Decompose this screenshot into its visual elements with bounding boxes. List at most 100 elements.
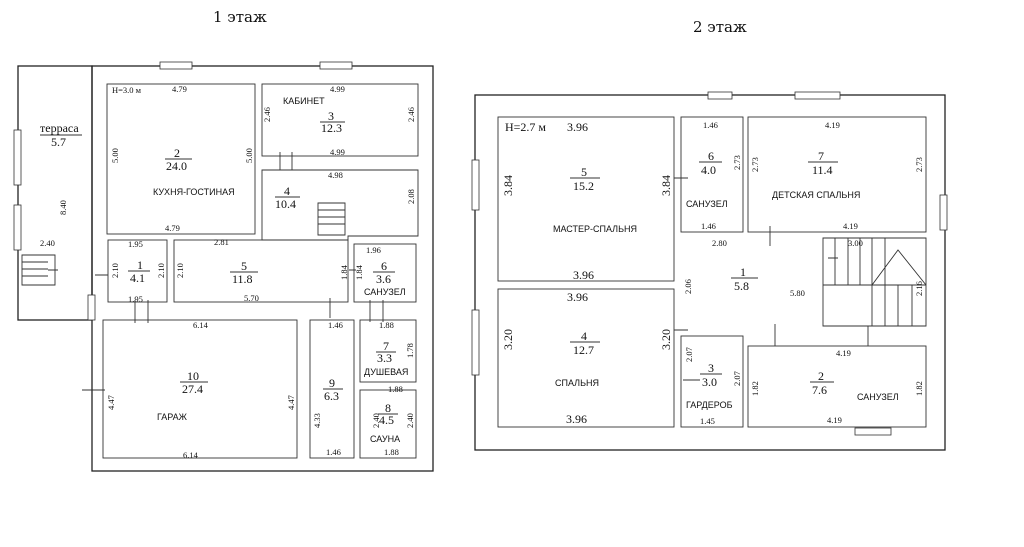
dim-label: 5.70 (244, 293, 259, 303)
room-area: 4.1 (130, 271, 145, 285)
window (794, 91, 841, 100)
room-area: 4.5 (379, 413, 394, 427)
room-area: 7.6 (812, 383, 827, 397)
dim-label: 6.14 (183, 450, 199, 460)
room-number: 6 (708, 149, 714, 163)
room-5 (173, 239, 349, 303)
room-number: 10 (187, 369, 199, 383)
dim-label: 1.82 (750, 381, 760, 396)
stairs-floor2 (822, 237, 927, 327)
room-number: 7 (383, 339, 389, 353)
dim-label: 4.98 (328, 170, 343, 180)
dim-label: 1.88 (384, 447, 399, 457)
room-number: 3 (328, 109, 334, 123)
window (87, 294, 96, 321)
room-name: КУХНЯ-ГОСТИНАЯ (153, 187, 235, 197)
room-area: 11.4 (812, 163, 833, 177)
dim-label: 2.10 (110, 263, 120, 278)
dim-label: 2.07 (684, 347, 694, 362)
room-area: 24.0 (166, 159, 187, 173)
dim-label: 3.96 (573, 268, 594, 282)
dim-label: 1.82 (914, 381, 924, 396)
dim-label: 1.46 (328, 320, 343, 330)
room-bathroom-3 (747, 345, 927, 428)
room-office (261, 83, 419, 157)
terrace-dim-height: 8.40 (58, 200, 68, 215)
room-name: ГАРДЕРОБ (686, 400, 733, 410)
room-1 (107, 239, 168, 303)
room-name: ДЕТСКАЯ СПАЛЬНЯ (772, 190, 860, 200)
dim-label: 2.81 (214, 237, 229, 247)
dim-label: 3.20 (659, 329, 673, 350)
room-number: 3 (708, 361, 714, 375)
room-number: 1 (740, 265, 746, 279)
floor2-plan: 2 этаж H=2.7 м 3.96 3.84 3.84 3.96 5 (471, 18, 948, 451)
dim-label: 2.10 (156, 263, 166, 278)
room-name: САУНА (370, 434, 400, 444)
room-bedroom (497, 288, 675, 428)
dim-label: 4.79 (165, 223, 180, 233)
dim-label: 2.46 (406, 107, 416, 122)
room-area: 3.3 (377, 351, 392, 365)
window (319, 61, 353, 70)
door-marks (82, 152, 384, 391)
dim-label: 2.07 (732, 371, 742, 386)
dim-label: 4.19 (843, 221, 858, 231)
room-sauna (359, 389, 417, 459)
dim-label: 1.78 (405, 343, 415, 358)
room-area: 6.3 (324, 389, 339, 403)
dim-label: 2.06 (683, 279, 693, 294)
dim-label: 4.79 (172, 84, 187, 94)
dim-label: 4.99 (330, 84, 345, 94)
dim-label: 2.73 (750, 157, 760, 172)
room-wardrobe (680, 335, 744, 428)
room-bathroom-1 (353, 243, 417, 303)
room-area: 3.6 (376, 272, 391, 286)
dim-label: 4.19 (827, 415, 842, 425)
dim-label: 2.73 (732, 155, 742, 170)
room-area: 10.4 (275, 197, 296, 211)
room-bathroom-2 (680, 116, 744, 233)
door-marks-2 (674, 177, 869, 381)
terrace-outline (17, 65, 93, 321)
dim-label: 1.46 (703, 120, 718, 130)
window (707, 91, 733, 100)
dim-label: 1.88 (379, 320, 394, 330)
dim-label: 2.40 (371, 413, 381, 428)
room-area: 5.8 (734, 279, 749, 293)
dim-label: 1.45 (700, 416, 715, 426)
room-garage (102, 319, 298, 459)
dim-label: 2.16 (914, 281, 924, 296)
dim-label: 2.46 (262, 107, 272, 122)
floor1-height: H=3.0 м (112, 85, 142, 95)
dim-label: 1.96 (366, 245, 381, 255)
dim-label: 5.00 (244, 148, 254, 163)
window (939, 194, 948, 231)
room-name: КАБИНЕТ (283, 96, 325, 106)
room-number: 8 (385, 401, 391, 415)
dim-label: 5.00 (110, 148, 120, 163)
room-number: 6 (381, 259, 387, 273)
floor1-plan: 1 этаж H=3.0 м терраса (13, 8, 434, 472)
room-name: МАСТЕР-СПАЛЬНЯ (553, 224, 637, 234)
dim-label: 3.96 (566, 412, 587, 426)
room-area: 15.2 (573, 179, 594, 193)
dim-label: 1.84 (339, 264, 349, 280)
room-number: 4 (284, 184, 290, 198)
room-area: 3.0 (702, 375, 717, 389)
floor1-title: 1 этаж (213, 8, 267, 26)
room-name: САНУЗЕЛ (857, 392, 899, 402)
room-name: ДУШЕВАЯ (364, 367, 408, 377)
room-number: 2 (174, 146, 180, 160)
room-name: САНУЗЕЛ (686, 199, 728, 209)
room-number: 9 (329, 376, 335, 390)
room-area: 11.8 (232, 272, 253, 286)
dim-label: 2.73 (914, 157, 924, 172)
room-master-bedroom (497, 116, 675, 282)
room-area: 12.3 (321, 121, 342, 135)
room-name: ГАРАЖ (157, 412, 188, 422)
dim-label: 4.99 (330, 147, 345, 157)
room-name: СПАЛЬНЯ (555, 378, 599, 388)
dim-label: 4.47 (286, 395, 296, 410)
